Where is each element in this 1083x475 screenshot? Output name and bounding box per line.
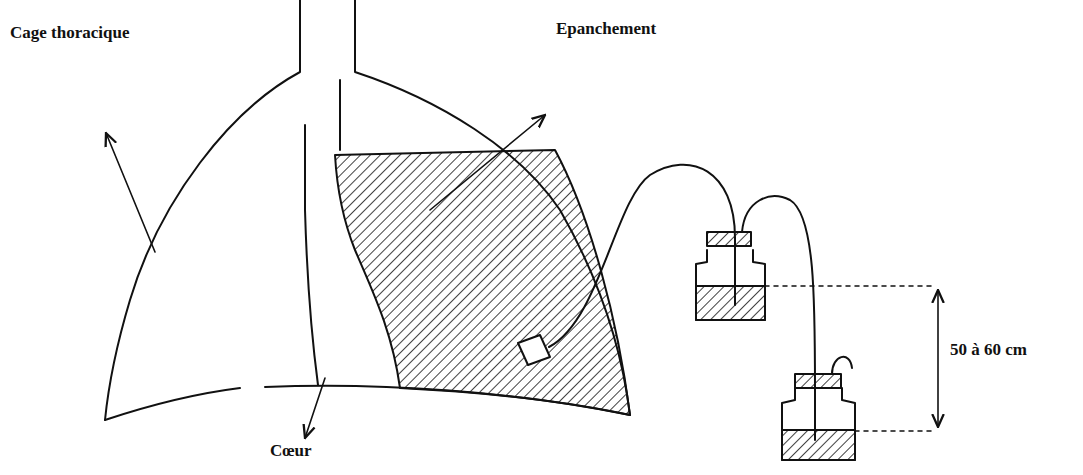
bottle-one: [696, 250, 765, 320]
part-label: Epanchement: [556, 20, 656, 39]
heart-line: [305, 125, 318, 385]
immersed-tube: [734, 238, 736, 305]
cage-outline-left: [105, 0, 300, 420]
level-line: [855, 430, 935, 432]
dimension-label: 50 à 60 cm: [950, 341, 1027, 360]
effusion-region: [335, 150, 630, 415]
connecting-tubing: [742, 196, 815, 440]
bottle-stopper: [795, 374, 841, 388]
leader-arrow: [305, 378, 325, 438]
dimension-arrow: [937, 290, 939, 427]
drain-tube: [518, 335, 550, 365]
bottle-two: [782, 388, 855, 460]
diaphragm-left: [105, 388, 240, 420]
bottle-liquid: [696, 286, 765, 320]
leader-arrow: [430, 115, 545, 210]
bottle-liquid: [782, 430, 855, 460]
vent-tube: [832, 357, 852, 374]
bottle-stopper: [707, 232, 751, 246]
part-label: Cœur: [270, 442, 312, 461]
heart-line: [339, 80, 341, 150]
leader-arrow: [106, 133, 155, 252]
part-label: Cage thoracique: [10, 24, 129, 43]
level-line: [765, 285, 935, 287]
